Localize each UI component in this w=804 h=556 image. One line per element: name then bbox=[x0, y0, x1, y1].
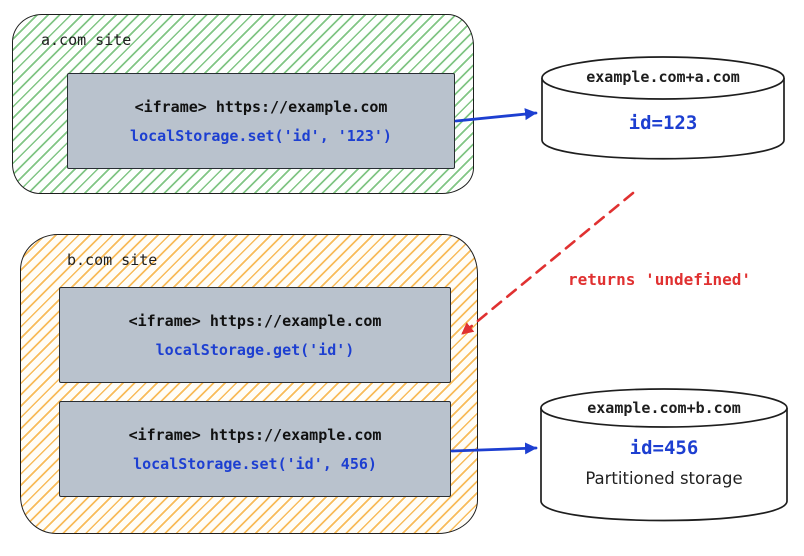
storage-a-title: example.com+a.com bbox=[586, 68, 740, 86]
b-localstorage-get-text: localStorage.get('id') bbox=[155, 340, 355, 359]
b-iframe-get-tag-text: <iframe> https://example.com bbox=[128, 311, 382, 330]
a-iframe-tag-text: <iframe> https://example.com bbox=[134, 97, 388, 116]
storage-b-title: example.com+b.com bbox=[587, 399, 741, 417]
a-iframe-box: <iframe> https://example.com localStorag… bbox=[67, 73, 455, 169]
a-com-site-label: a.com site bbox=[41, 31, 132, 49]
storage-b-value: id=456 bbox=[629, 437, 699, 459]
b-iframe-get-box: <iframe> https://example.com localStorag… bbox=[59, 287, 451, 383]
a-com-site-box: a.com site <iframe> https://example.com … bbox=[12, 14, 474, 194]
b-iframe-set-tag-text: <iframe> https://example.com bbox=[128, 425, 382, 444]
b-com-site-box: b.com site <iframe> https://example.com … bbox=[20, 234, 478, 534]
b-com-site-label: b.com site bbox=[67, 251, 158, 269]
b-iframe-set-box: <iframe> https://example.com localStorag… bbox=[59, 401, 451, 497]
returns-undefined-label: returns 'undefined' bbox=[568, 270, 752, 289]
arrow-returns-undefined-icon bbox=[460, 191, 635, 336]
storage-b-caption: Partitioned storage bbox=[585, 469, 743, 488]
b-localstorage-set-text: localStorage.set('id', 456) bbox=[133, 454, 377, 473]
a-localstorage-set-text: localStorage.set('id', '123') bbox=[130, 126, 392, 145]
storage-a-value: id=123 bbox=[628, 112, 698, 134]
